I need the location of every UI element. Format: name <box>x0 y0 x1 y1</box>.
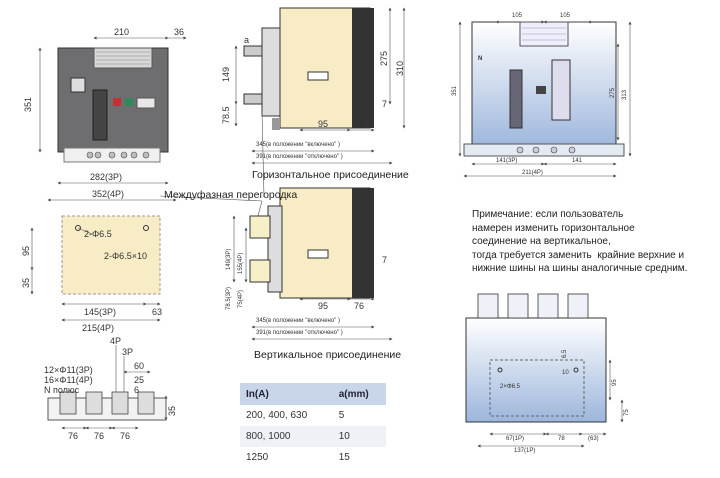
dim-a: a <box>244 35 250 45</box>
drawout-breaker <box>463 21 625 157</box>
dim-275: 275 <box>379 50 389 66</box>
horizontal-connection-breaker <box>243 7 374 130</box>
table-cell: 1250 <box>246 452 269 463</box>
dim-75-4p: 75(4P) <box>238 289 244 308</box>
dim-391-off: 391(в положении "отключено" ) <box>256 154 343 160</box>
dim-215-4p: 215(4P) <box>82 323 115 333</box>
dim-282-3p: 282(3P) <box>90 172 123 182</box>
hole-label-br: 2×Φ6.5 <box>500 384 520 390</box>
n-pole-label: N полюс <box>44 385 80 395</box>
dim-7: 7 <box>382 99 388 109</box>
barrier-leaders <box>159 111 265 224</box>
table-cell: 800, 1000 <box>240 426 333 447</box>
dim-3p: 3P <box>122 347 134 357</box>
dim-211-4p: 211(4P) <box>522 170 543 176</box>
dim-137-1p: 137(1P) <box>514 448 536 454</box>
cutout-dims <box>30 227 161 322</box>
dim-76-t3: 76 <box>120 431 131 441</box>
barrier-label: Междуфазная перегородка <box>164 189 298 201</box>
dim-35-cut: 35 <box>21 277 31 288</box>
dim-76: 76 <box>354 119 365 129</box>
hole-label-1: 2-Φ6.5 <box>84 229 112 239</box>
dim-95-v: 95 <box>318 301 329 311</box>
dim-36: 36 <box>174 27 185 37</box>
dim-10: 10 <box>562 370 569 376</box>
dim-210: 210 <box>114 27 130 37</box>
holes-4p: 16×Φ11(4P) <box>44 375 93 385</box>
dim-4p: 4P <box>110 336 122 346</box>
dim-275-d: 275 <box>610 87 616 98</box>
dim-78-5: 78.5 <box>221 106 231 124</box>
dim-95-cut: 95 <box>21 245 31 256</box>
dim-60: 60 <box>134 361 145 371</box>
dim-35-term: 35 <box>167 405 177 416</box>
front-view-breaker <box>57 47 169 163</box>
dim-95-br: 95 <box>612 379 618 386</box>
horizontal-caption: Горизонтальное присоединение <box>252 169 409 181</box>
dim-345-on-v: 345(в положении "включено" ) <box>256 318 340 324</box>
dim-351: 351 <box>23 96 33 112</box>
dim-345-on: 345(в положении "включено" ) <box>256 142 340 148</box>
dim-67-1p: 67(1P) <box>506 436 525 442</box>
holes-3p: 12×Φ11(3P) <box>44 365 93 375</box>
dim-7-v: 7 <box>382 255 388 265</box>
n-label: N <box>478 56 483 62</box>
table-row: 800, 1000 10 <box>240 426 386 447</box>
dim-105-a: 105 <box>512 13 523 19</box>
table-cell: 10 <box>332 426 386 447</box>
table-cell: 15 <box>338 452 350 463</box>
vertical-connection-breaker <box>249 187 374 299</box>
dim-391-off-v: 391(в положении "отключено" ) <box>256 330 343 336</box>
dim-149: 149 <box>221 66 231 82</box>
terminal-block <box>47 391 167 421</box>
dim-6-5: 6.5 <box>562 349 568 358</box>
front-view-dims <box>38 36 187 202</box>
dim-352-4p: 352(4P) <box>92 189 125 199</box>
dim-76-t2: 76 <box>94 431 105 441</box>
dim-141-3p: 141(3P) <box>496 158 518 164</box>
table-cell: 200, 400, 630 <box>246 410 308 421</box>
table-row: 200, 400, 630 5 <box>240 405 386 426</box>
dim-313-d: 313 <box>622 89 628 100</box>
dim-75-br: 75 <box>624 409 630 416</box>
drawout-dims <box>458 20 632 178</box>
dim-63: 63 <box>152 307 163 317</box>
dim-310: 310 <box>395 60 405 76</box>
conversion-note: Примечание: если пользователь намерен из… <box>472 209 688 274</box>
dim-63-br: (63) <box>588 436 599 442</box>
dim-76-v: 76 <box>354 301 365 311</box>
header-gap: a(mm) <box>332 383 386 405</box>
dim-78: 78 <box>558 436 565 442</box>
rear-view-dims <box>477 359 624 448</box>
dim-351-d: 351 <box>452 85 458 96</box>
vertical-caption: Вертикальное присоединение <box>254 349 402 361</box>
terminal-dims <box>61 345 168 430</box>
vertical-view-dims <box>232 215 393 341</box>
current-gap-table: In(A) a(mm) 200, 400, 630 5 800, 1000 10… <box>240 383 386 468</box>
dim-6: 6 <box>134 385 140 395</box>
dim-105-b: 105 <box>560 13 571 19</box>
dim-155-4p: 155(4P) <box>238 252 244 274</box>
panel-cutout <box>61 215 161 295</box>
hole-label-2: 2-Φ6.5×10 <box>104 251 147 261</box>
dim-95: 95 <box>318 119 329 129</box>
dim-145-3p: 145(3P) <box>84 307 117 317</box>
dim-76-t1: 76 <box>68 431 79 441</box>
dim-25: 25 <box>134 375 145 385</box>
table-row: 1250 15 <box>240 447 386 468</box>
dim-141: 141 <box>572 158 583 164</box>
horizontal-view-dims <box>234 7 406 165</box>
table-cell: 5 <box>338 410 345 421</box>
dim-78-5-3p: 78.5(3P) <box>226 286 232 310</box>
header-current: In(A) <box>240 383 333 405</box>
rear-view-breaker <box>465 293 607 423</box>
dim-149-3p: 149(3P) <box>226 248 232 270</box>
